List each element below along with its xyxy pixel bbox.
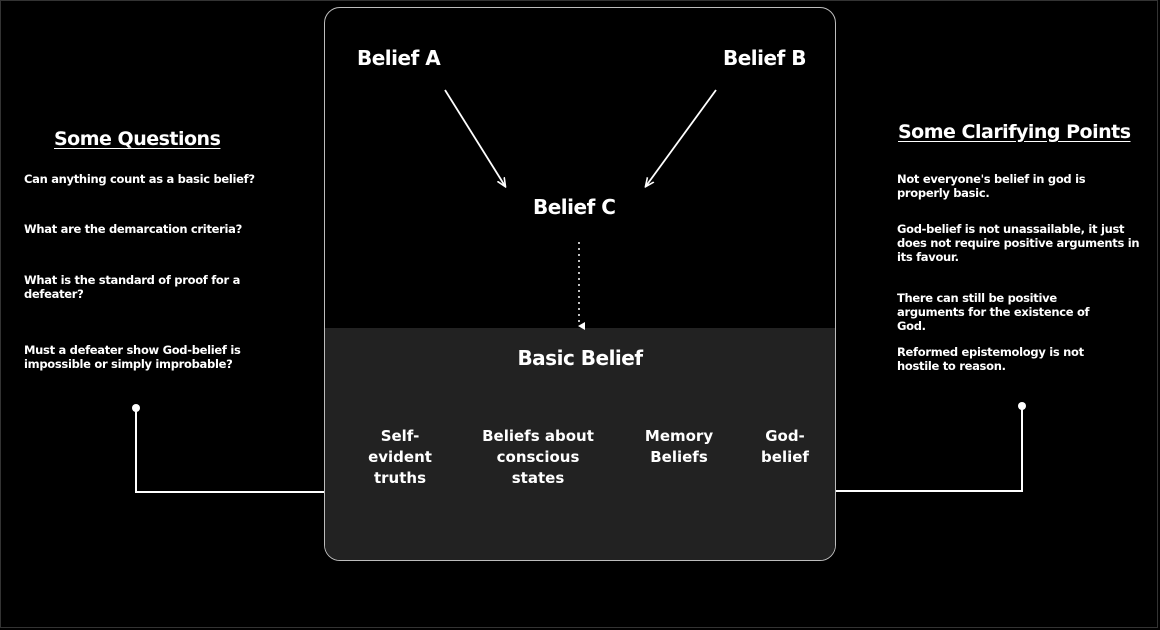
basic-belief-section: [325, 328, 835, 560]
basic-belief-item: Memory Beliefs: [644, 427, 714, 466]
belief-b-label: Belief B: [723, 46, 807, 70]
belief-a-label: Belief A: [357, 46, 441, 70]
clarifying-point: God-belief is not unassailable, it just …: [897, 222, 1140, 264]
belief-c-label: Belief C: [533, 195, 616, 219]
clarifying-point: Reformed epistemology is not hostile to …: [897, 345, 1084, 373]
question-item: What is the standard of proof for a defe…: [24, 273, 241, 301]
belief-structure-panel: Belief A Belief B Belief C Basic Belief …: [324, 7, 836, 561]
question-item: What are the demarcation criteria?: [24, 222, 242, 236]
basic-belief-item: Beliefs about conscious states: [482, 427, 594, 487]
clarifying-point: Not everyone's belief in god is properly…: [897, 172, 1086, 200]
left-connector-dot: [132, 404, 140, 412]
arrow-b-to-c: [646, 89, 717, 186]
question-item: Must a defeater show God-belief is impos…: [24, 343, 241, 371]
basic-belief-title: Basic Belief: [517, 346, 643, 370]
question-item: Can anything count as a basic belief?: [24, 172, 255, 186]
clarifying-points-heading: Some Clarifying Points: [898, 121, 1131, 143]
inference-arrows: [444, 89, 717, 330]
basic-belief-item: God- belief: [761, 427, 809, 466]
clarifying-point: There can still be positive arguments fo…: [897, 291, 1090, 333]
questions-heading: Some Questions: [54, 128, 221, 150]
left-connector-line: [135, 408, 324, 493]
basic-belief-item: Self- evident truths: [368, 427, 432, 487]
right-connector-dot: [1018, 402, 1026, 410]
right-connector-line: [836, 406, 1023, 492]
arrow-a-to-c: [444, 89, 505, 186]
